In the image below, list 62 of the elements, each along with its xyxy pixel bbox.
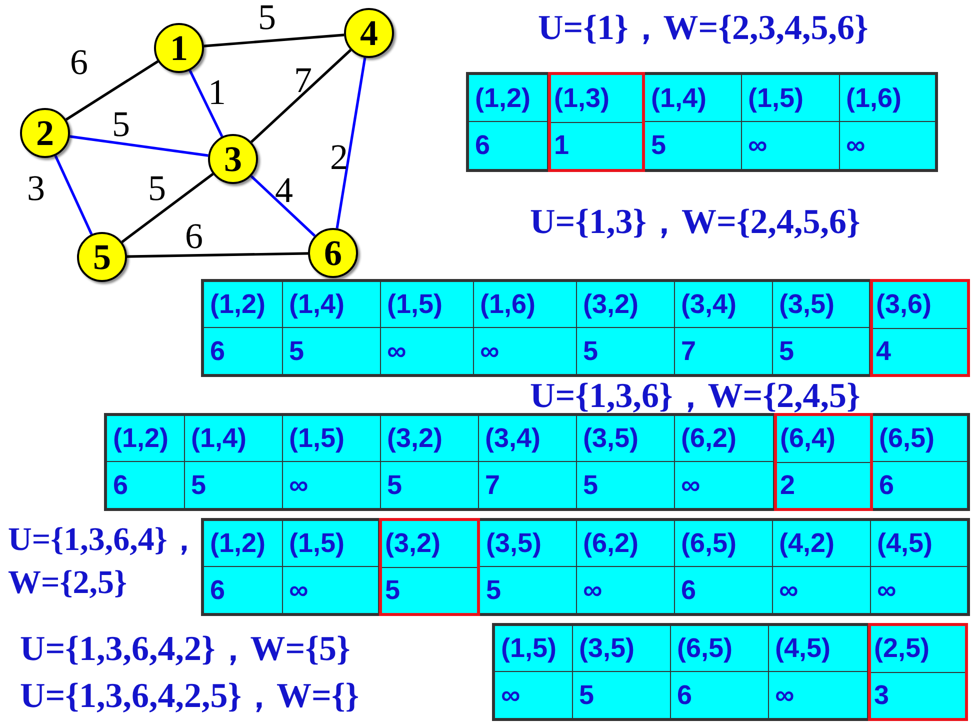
edge-header-cell: (1,5) (283, 521, 379, 567)
graph-edge (70, 135, 208, 157)
edge-weight-label: 3 (26, 173, 46, 203)
graph-edge (126, 252, 308, 258)
highlight-frame (870, 279, 970, 377)
edge-header-cell: (1,4) (645, 75, 742, 122)
edge-weight-label: 6 (69, 47, 89, 77)
edge-header-cell: (1,5) (742, 75, 840, 122)
edge-header-cell: (1,5) (283, 416, 381, 462)
edge-weight-label: 2 (329, 142, 349, 172)
graph-edge (54, 155, 93, 235)
edge-weight-label: 1 (207, 77, 227, 107)
edge-header-cell: (3,5) (573, 626, 671, 672)
edge-header-cell: (1,4) (283, 282, 381, 328)
edge-weight-table (201, 518, 970, 616)
edge-header-cell: (3,5) (773, 282, 870, 328)
set-state-label: U={1,3}，W={2,4,5,6} (530, 204, 860, 239)
edge-header-cell: (1,2) (107, 416, 185, 462)
set-state-label: U={1,3,6,4}， W={2,5} (8, 521, 201, 603)
graph-edge (121, 172, 214, 244)
edge-weight-table (201, 279, 970, 377)
highlight-frame (379, 518, 480, 616)
edge-header-cell: (3,2) (577, 282, 675, 328)
edge-header-cell: (3,4) (675, 282, 773, 328)
edge-weight-label: 5 (257, 2, 277, 32)
edge-header-cell: (4,5) (769, 626, 868, 672)
edge-weight-table (466, 72, 938, 172)
edge-header-cell: (6,2) (577, 521, 675, 567)
graph-edge (204, 34, 344, 48)
edge-header-cell: (1,5) (381, 282, 474, 328)
edge-weight-label: 7 (293, 65, 313, 95)
edge-header-cell: (1,2) (469, 75, 548, 122)
set-state-label: U={1,3,6,4,2,5}，W={} (20, 678, 360, 713)
graph-edge (336, 57, 366, 229)
set-state-label: U={1,3,6}，W={2,4,5} (530, 378, 860, 413)
edge-header-cell: (3,5) (480, 521, 577, 567)
edge-header-cell: (4,2) (773, 521, 871, 567)
edge-header-cell: (1,4) (185, 416, 283, 462)
edge-header-cell: (1,5) (495, 626, 573, 672)
graph-edge (250, 49, 352, 143)
set-state-label: U={1}，W={2,3,4,5,6} (538, 10, 868, 45)
edge-header-cell: (6,5) (675, 521, 773, 567)
highlight-frame (548, 72, 645, 172)
edge-header-cell: (1,6) (474, 282, 577, 328)
edge-header-cell: (6,2) (675, 416, 774, 462)
highlight-frame (868, 623, 968, 721)
edge-header-cell: (1,2) (204, 282, 283, 328)
edge-weight-label: 5 (147, 173, 167, 203)
edge-weight-table (492, 623, 968, 721)
edge-header-cell: (3,5) (577, 416, 675, 462)
edge-header-cell: (3,4) (479, 416, 577, 462)
edge-weight-label: 6 (184, 221, 204, 251)
edge-weight-label: 5 (111, 109, 131, 139)
graph-edge (250, 175, 316, 237)
set-state-label: U={1,3,6,4,2}，W={5} (20, 631, 350, 666)
highlight-frame (774, 413, 873, 511)
edge-header-cell: (6,5) (671, 626, 769, 672)
edge-header-cell: (1,2) (204, 521, 283, 567)
edge-weight-label: 4 (274, 175, 294, 205)
graph-edge (65, 60, 159, 121)
edge-header-cell: (3,2) (381, 416, 479, 462)
edge-weight-table (104, 413, 970, 511)
